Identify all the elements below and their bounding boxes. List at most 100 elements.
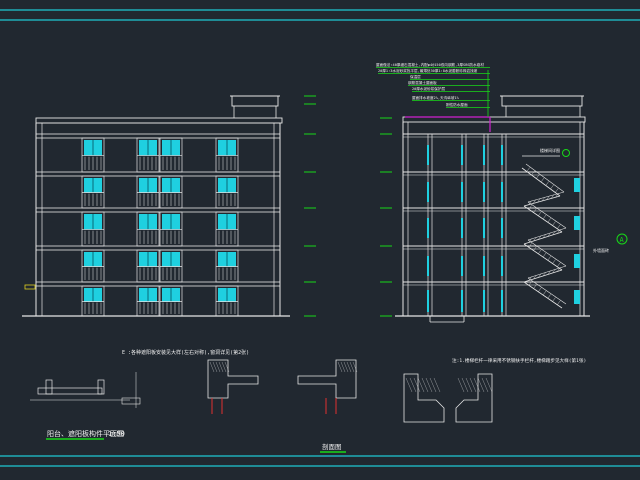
window-frame [81,249,105,283]
window-frame [136,137,160,173]
hatch [477,377,485,393]
window-frame [81,175,105,209]
stair-baluster [526,167,530,172]
hatch [218,361,224,373]
stair-baluster [528,205,532,210]
stair-baluster [531,170,535,176]
stair-baluster [528,281,532,286]
leader-note: 保温层 [410,74,490,80]
stair-baluster [552,297,556,302]
stair-baluster [547,294,551,299]
window-frame [159,175,183,209]
elevation-window [159,285,183,317]
hatch [433,377,441,393]
window-frame [136,175,160,209]
elevation-window [215,211,239,247]
elevation-window [81,175,105,209]
stair-baluster [542,271,547,277]
stair-tag: 楼梯间详图 [540,147,560,153]
window-frame [215,137,239,173]
hatch [413,377,421,393]
wall-detail-2 [207,359,259,414]
stair-baluster [547,218,551,223]
stair-baluster [557,300,561,305]
stair-baluster [552,259,556,264]
detail-post [45,379,53,395]
hatch [215,361,221,373]
stair-window [574,290,580,304]
stair-window [574,254,580,268]
window-frame [136,249,160,283]
hatch [473,377,481,393]
stair-baluster [541,196,546,202]
hatch [209,361,215,373]
stair-baluster [538,235,542,240]
stair-tag-marker [562,149,570,157]
elevation-window [159,175,183,209]
stair-baluster [528,238,532,243]
stair-baluster [533,274,537,280]
building-elevation [22,95,290,317]
window-frame [159,249,183,283]
stair-baluster [533,236,537,242]
hatch [457,377,465,393]
section-caption: 剖面图 [322,442,342,451]
leader-note: 刚性防水屋面 [446,102,490,108]
hatch [405,377,413,393]
stair-baluster [542,290,547,296]
stair-baluster [528,276,532,281]
hatch [417,377,425,393]
stair-baluster [552,268,556,274]
stair-baluster [552,221,556,226]
elevation-window [159,211,183,247]
stair-baluster [540,177,545,183]
stair-baluster [547,232,551,237]
wall-outline [297,359,357,399]
stair-baluster [546,195,550,200]
detail-slab-small [121,397,141,405]
stair-baluster [547,270,551,275]
stair-baluster [528,243,532,248]
hatch [337,361,343,373]
leader-text: 20厚水泥砂浆保护层 [412,86,445,91]
stair-baluster [557,262,561,267]
detail-note: E :各种遮阳板安装见大样(左右对称),窗洞详见(第2张) [122,349,249,356]
wall-outline [455,373,493,423]
wall-detail-5 [455,373,493,423]
stair-baluster [545,181,549,186]
elevation-window [159,249,183,283]
elevation-window [215,249,239,283]
stair-baluster [557,267,561,272]
stair-baluster [538,287,542,292]
hatch [224,361,230,373]
stair-baluster [555,188,559,193]
stair-baluster [538,249,542,254]
window-frame [215,211,239,247]
window-frame [215,285,239,317]
elevation-window [136,137,160,173]
elevation-window [81,285,105,317]
stair-handrail [527,239,567,267]
window-frame [136,211,160,247]
stair-baluster [557,229,561,234]
leader-note: 屋面做法:40厚细石混凝土,内配φ4@150双向钢筋,3厚SBS防水卷材 [376,62,490,68]
stair-baluster [532,199,537,204]
stair-baluster [550,184,554,190]
hatch [352,361,358,373]
leader-text: 屋面排水坡度2%,天沟纵坡1% [412,95,460,100]
detail-slab [37,387,103,395]
window-frame [81,211,105,247]
hatch [340,361,346,373]
downpipe-mark [24,284,36,290]
hatch [481,377,489,393]
hatch [409,377,417,393]
elevation-window [215,175,239,209]
stair-baluster [538,211,542,216]
stair-baluster [536,174,540,179]
hatch [346,361,352,373]
hatch [343,361,349,373]
hatch [421,377,429,393]
leader-text: 屋面做法:40厚细石混凝土,内配φ4@150双向钢筋,3厚SBS防水卷材 [376,62,484,67]
window-frame [81,285,105,317]
